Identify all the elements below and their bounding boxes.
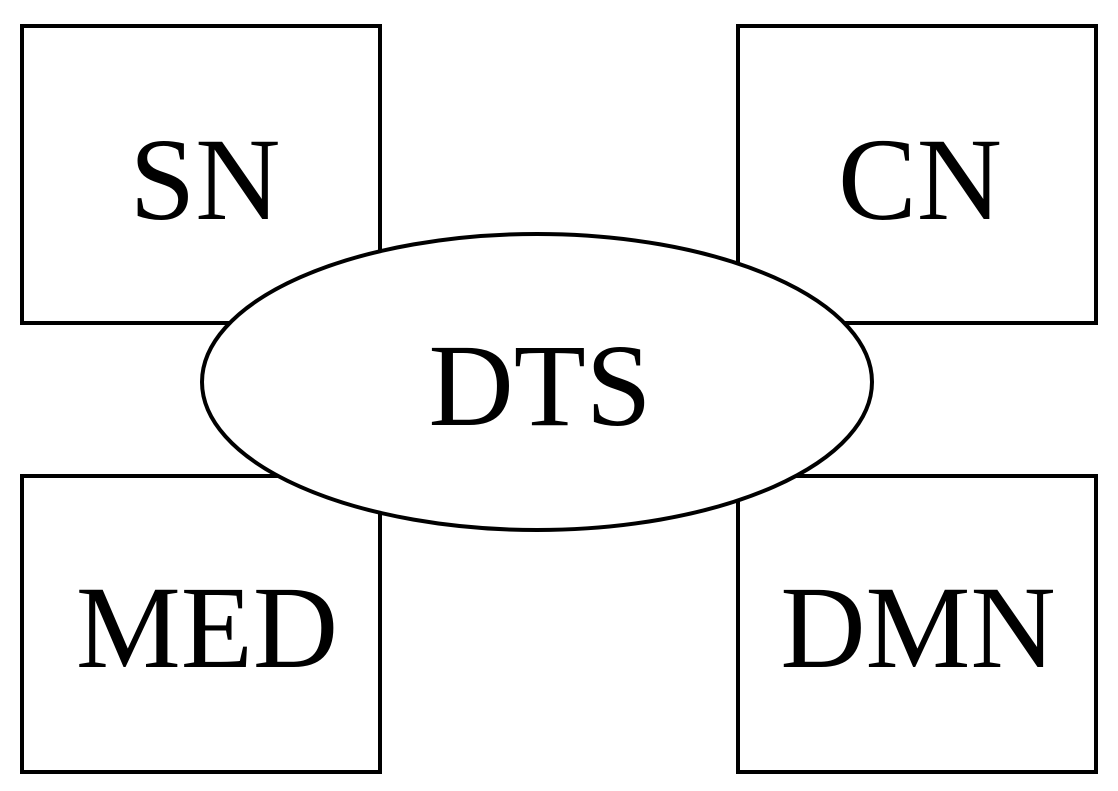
node-dmn-box [736,474,1098,774]
node-sn: SN [20,24,382,325]
node-dmn: DMN [736,474,1098,774]
node-med-label: MED [76,562,338,693]
node-cn-box [736,24,1098,325]
node-cn-label: CN [838,114,1002,245]
node-med: MED [20,474,382,774]
node-dts-ellipse [200,232,874,532]
node-dts: DTS [200,232,874,532]
node-dmn-label: DMN [780,562,1055,693]
node-sn-label: SN [130,114,281,245]
node-dts-label: DTS [429,320,652,451]
node-med-box [20,474,382,774]
node-cn: CN [736,24,1098,325]
